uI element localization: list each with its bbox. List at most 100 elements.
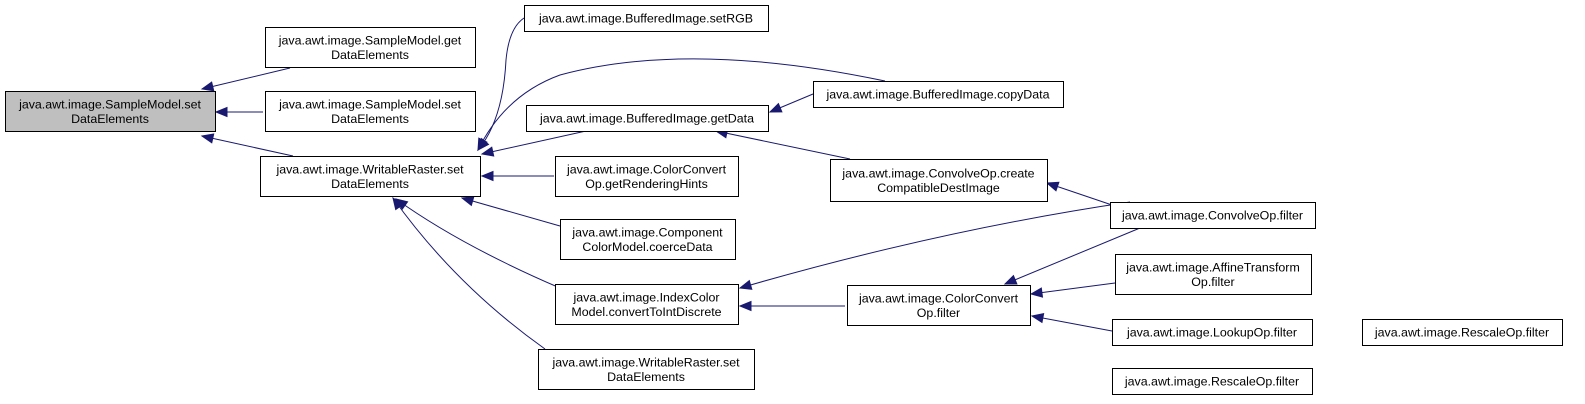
node-label: java.awt.image.Component [571, 225, 723, 239]
node-label: java.awt.image.IndexColor [572, 290, 719, 304]
node-label: java.awt.image.BufferedImage.copyData [826, 88, 1050, 102]
node-label: java.awt.image.BufferedImage.setRGB [538, 12, 753, 26]
node-label: DataElements [71, 112, 149, 126]
edge-n8-to-n3 [394, 198, 561, 289]
node-n10[interactable]: java.awt.image.BufferedImage.copyData [813, 81, 1064, 108]
node-label: DataElements [331, 112, 409, 126]
node-label: java.awt.image.ConvolveOp.create [841, 166, 1034, 180]
node-box[interactable] [538, 349, 755, 390]
node-n2[interactable]: java.awt.image.SampleModel.setDataElemen… [265, 91, 476, 132]
node-n11[interactable]: java.awt.image.ConvolveOp.createCompatib… [830, 159, 1048, 202]
node-box[interactable] [1115, 254, 1312, 295]
node-n7[interactable]: java.awt.image.ComponentColorModel.coerc… [560, 219, 736, 260]
node-box[interactable] [555, 284, 739, 325]
node-label: java.awt.image.SampleModel.get [278, 33, 462, 47]
node-n4[interactable]: java.awt.image.BufferedImage.setRGB [524, 5, 769, 32]
node-n5[interactable]: java.awt.image.BufferedImage.getData [526, 105, 769, 132]
node-box[interactable] [260, 156, 481, 197]
edge-line [481, 130, 587, 155]
edge-n14-to-n12 [1029, 282, 1116, 298]
node-n15[interactable]: java.awt.image.LookupOp.filter [1112, 319, 1313, 346]
edge-line [1004, 227, 1141, 285]
edge-n2-to-n0 [214, 106, 263, 118]
node-label: Op.filter [1191, 275, 1234, 289]
node-label: java.awt.image.RescaleOp.filter [1124, 375, 1299, 389]
arrowhead-icon [460, 196, 475, 207]
node-label: java.awt.image.SampleModel.set [278, 97, 461, 111]
node-box[interactable] [830, 159, 1048, 202]
arrowhead-icon [214, 106, 228, 118]
node-label: java.awt.image.ColorConvert [566, 162, 727, 176]
edge-n13-to-n12 [1003, 227, 1141, 285]
edge-line [201, 135, 294, 157]
edge-line [739, 201, 1131, 289]
node-label: Model.convertToIntDiscrete [571, 305, 721, 319]
edge-n4-to-n3 [477, 17, 525, 152]
node-n16[interactable]: java.awt.image.RescaleOp.filter [1362, 319, 1563, 346]
node-box[interactable] [265, 91, 476, 132]
arrowhead-icon [768, 102, 783, 113]
node-label: DataElements [331, 177, 409, 191]
edge-n13-to-n11 [1045, 181, 1113, 206]
edge-n10-to-n3 [477, 58, 886, 152]
node-n1[interactable]: java.awt.image.SampleModel.getDataElemen… [265, 27, 476, 68]
node-label: java.awt.image.WritableRaster.set [275, 162, 464, 176]
edge-n13-to-n8 [738, 201, 1131, 290]
node-n9[interactable]: java.awt.image.WritableRaster.setDataEle… [538, 349, 755, 390]
edge-line [477, 58, 886, 151]
node-label: CompatibleDestImage [877, 181, 1000, 195]
node-label: java.awt.image.AffineTransform [1125, 260, 1300, 274]
edge-line [392, 197, 546, 350]
node-n3[interactable]: java.awt.image.WritableRaster.setDataEle… [260, 156, 481, 197]
node-label: ColorModel.coerceData [582, 240, 712, 254]
nodes-layer: java.awt.image.SampleModel.setDataElemen… [5, 5, 1563, 395]
node-box[interactable] [265, 27, 476, 68]
node-label: DataElements [331, 48, 409, 62]
arrowhead-icon [480, 146, 495, 157]
arrowhead-icon [738, 279, 753, 290]
node-box[interactable] [847, 285, 1031, 326]
edge-n9-to-n3 [392, 196, 546, 350]
node-box[interactable] [524, 5, 769, 32]
node-box[interactable] [1110, 202, 1316, 229]
arrowhead-icon [477, 137, 488, 152]
arrowhead-icon [1045, 181, 1060, 192]
edge-line [1031, 315, 1113, 332]
node-label: java.awt.image.RescaleOp.filter [1374, 326, 1549, 340]
node-n17[interactable]: java.awt.image.RescaleOp.filter [1112, 368, 1313, 395]
node-label: java.awt.image.BufferedImage.getData [539, 112, 754, 126]
node-n8[interactable]: java.awt.image.IndexColorModel.convertTo… [555, 284, 739, 325]
edge-n7-to-n3 [460, 196, 561, 227]
node-box[interactable] [555, 156, 739, 197]
node-n13[interactable]: java.awt.image.ConvolveOp.filter [1110, 202, 1316, 229]
arrowhead-icon [1030, 312, 1045, 324]
arrowhead-icon [1029, 287, 1044, 298]
node-box[interactable] [1112, 319, 1313, 346]
edge-line [201, 67, 291, 90]
node-label: java.awt.image.SampleModel.set [18, 97, 201, 111]
node-label: java.awt.image.ConvolveOp.filter [1121, 209, 1303, 223]
node-label: java.awt.image.WritableRaster.set [551, 355, 740, 369]
node-n6[interactable]: java.awt.image.ColorConvertOp.getRenderi… [555, 156, 739, 197]
edge-n1-to-n0 [200, 67, 291, 92]
edge-n10-to-n5 [768, 93, 814, 113]
edge-n15-to-n12 [1030, 312, 1113, 332]
node-label: DataElements [607, 370, 685, 384]
node-box[interactable] [1112, 368, 1313, 395]
edge-n11-to-n5 [714, 128, 851, 160]
node-box[interactable] [1362, 319, 1563, 346]
root-node[interactable]: java.awt.image.SampleModel.setDataElemen… [5, 91, 216, 132]
edge-line [461, 197, 561, 227]
node-label: Op.getRenderingHints [585, 177, 708, 191]
node-box[interactable] [813, 81, 1064, 108]
edge-n3-to-n0 [200, 133, 294, 157]
node-box[interactable] [526, 105, 769, 132]
node-box[interactable] [560, 219, 736, 260]
arrowhead-icon [738, 300, 752, 312]
edge-line [395, 198, 561, 289]
node-label: java.awt.image.LookupOp.filter [1126, 326, 1297, 340]
node-box[interactable] [5, 91, 216, 132]
